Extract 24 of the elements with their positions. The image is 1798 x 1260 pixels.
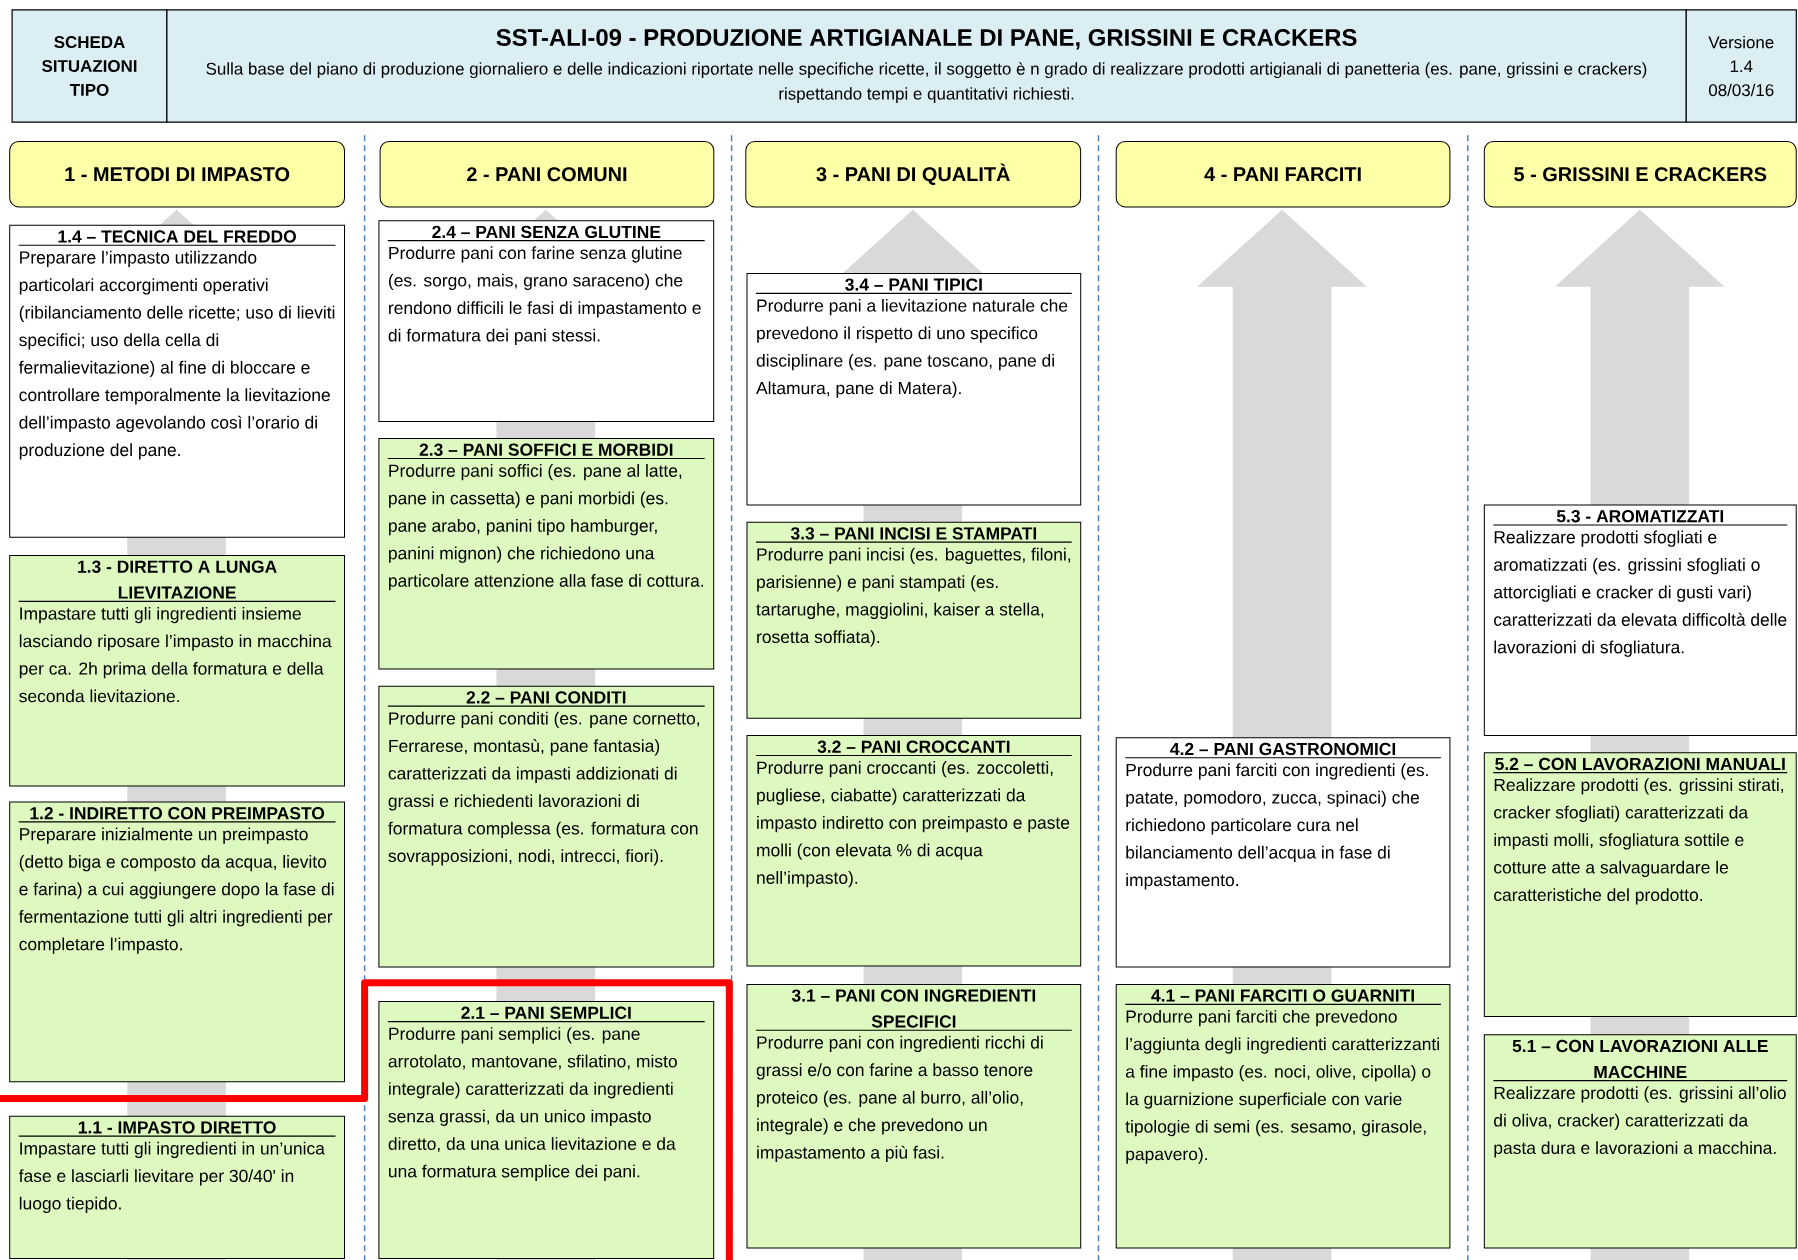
activity-card: 2.3 – PANI SOFFICI E MORBIDI Produrre pani soffici (es. pane al latte, pane in cassetta) e pani morbidi (es. pane arabo, panini tipo hamburger, panini mignon) che richiedono una particolare attenzione alla fase di cottura. (378, 438, 715, 670)
activity-card: 3.3 – PANI INCISI E STAMPATI Produrre pani incisi (es. baguettes, filoni, parisienne) e pani stampati (es. tartarughe, maggiolini, kaiser a stella, rosetta soffiata). (746, 521, 1082, 719)
column-header: 3 - PANI DI QUALITÀ (745, 141, 1082, 208)
activity-card: 2.4 – PANI SENZA GLUTINE Produrre pani con farine senza glutine (es. sorgo, mais, grano saraceno) che rendono difficili le fasi di impastamento e di formatura dei pani stessi. (378, 220, 715, 422)
activity-card: 3.1 – PANI CON INGREDIENTI SPECIFICI Produrre pani con ingredienti ricchi di grassi e/o con farine a basso tenore proteico (es. pane al burro, all’olio, integrale) e che prevedono un impastamento a più fasi. (746, 983, 1082, 1249)
activity-card: 1.1 - IMPASTO DIRETTO Impastare tutti gli ingredienti in un’unica fase e lasciarli lievitare per 30/40' in luogo tiepido. (9, 1115, 345, 1259)
activity-card: 2.2 – PANI CONDITI Produrre pani conditi (es. pane cornetto, Ferrarese, montasù, pane fantasia) caratterizzati da impasti addizionati di grassi e richiedenti lavorazioni di formatura complessa (es. formatura con sovrapposizioni, nodi, intrecci, fiori). (378, 685, 715, 968)
column-header: 4 - PANI FARCITI (1115, 141, 1451, 208)
activity-card: 4.1 – PANI FARCITI O GUARNITI Produrre pani farciti che prevedono l’aggiunta degli ingredienti caratterizzanti a fine impasto (es. noci, olive, cipolla) o la guarnizione superficiale con varie tipologie di semi (es. sesamo, girasole, papavero). (1115, 983, 1451, 1249)
activity-card: 5.2 – CON LAVORAZIONI MANUALI Realizzare prodotti (es. grissini stirati, cracker sfogliati) caratterizzati da impasti molli, sfogliatura sottile e cotture atte a salvaguardare le caratteristiche del prodotto. (1483, 752, 1797, 1017)
column-header: 1 - METODI DI IMPASTO (9, 141, 345, 208)
activity-card: 4.2 – PANI GASTRONOMICI Produrre pani farciti con ingredienti (es. patate, pomodoro, zucca, spinaci) che richiedono particolare cura nel bilanciamento dell’acqua in fase di impastamento. (1115, 737, 1451, 968)
header-cell: SCHEDA SITUAZIONI TIPO (11, 9, 168, 123)
activity-card: 1.3 - DIRETTO A LUNGA LIEVITAZIONE Impastare tutti gli ingredienti insieme lasciando riposare l’impasto in macchina per ca. 2h prima della formatura e della seconda lievitazione. (9, 555, 345, 787)
activity-card: 3.4 – PANI TIPICI Produrre pani a lievitazione naturale che prevedono il rispetto di uno specifico disciplinare (es. pane toscano, pane di Altamura, pane di Matera). (746, 272, 1082, 506)
column-header: 2 - PANI COMUNI (379, 141, 715, 208)
activity-card: 1.4 – TECNICA DEL FREDDO Preparare l’impasto utilizzando particolari accorgimenti operativi (ribilanciamento delle ricette; uso di lieviti specifici; uso della cella di fermalievitazione) al fine di bloccare e controllare temporalmente la lievitazione dell’impasto agevolando così l’orario di produzione del pane. (9, 224, 345, 538)
column-header: 5 - GRISSINI E CRACKERS (1483, 141, 1797, 208)
activity-card: 5.1 – CON LAVORAZIONI ALLE MACCHINE Realizzare prodotti (es. grissini all’olio di oliva, cracker) caratterizzati da pasta dura e lavorazioni a macchina. (1483, 1034, 1797, 1249)
activity-card: 2.1 – PANI SEMPLICI Produrre pani semplici (es. pane arrotolato, mantovane, sfilatino, misto integrale) caratterizzati da ingredienti senza grassi, da un unico impasto diretto, da una unica lievitazione e da una formatura semplice dei pani. (378, 1001, 715, 1259)
activity-card: 3.2 – PANI CROCCANTI Produrre pani croccanti (es. zoccoletti, pugliese, ciabatte) caratterizzati da impasto indiretto con preimpasto e paste molli (con elevata % di acqua nell’impasto). (746, 735, 1082, 967)
activity-card: 1.2 - INDIRETTO CON PREIMPASTO Preparare inizialmente un preimpasto (detto biga e composto da acqua, lievito e farina) a cui aggiungere dopo la fase di fermentazione tutti gli altri ingredienti per completare l’impasto. (9, 801, 345, 1083)
header-cell: Versione 1.4 08/03/16 (1685, 9, 1797, 123)
activity-card: 5.3 - AROMATIZZATI Realizzare prodotti sfogliati e aromatizzati (es. grissini sfogliati o attorcigliati e cracker di gusti vari) caratterizzati da elevata difficoltà delle lavorazioni di sfogliatura. (1483, 504, 1797, 736)
